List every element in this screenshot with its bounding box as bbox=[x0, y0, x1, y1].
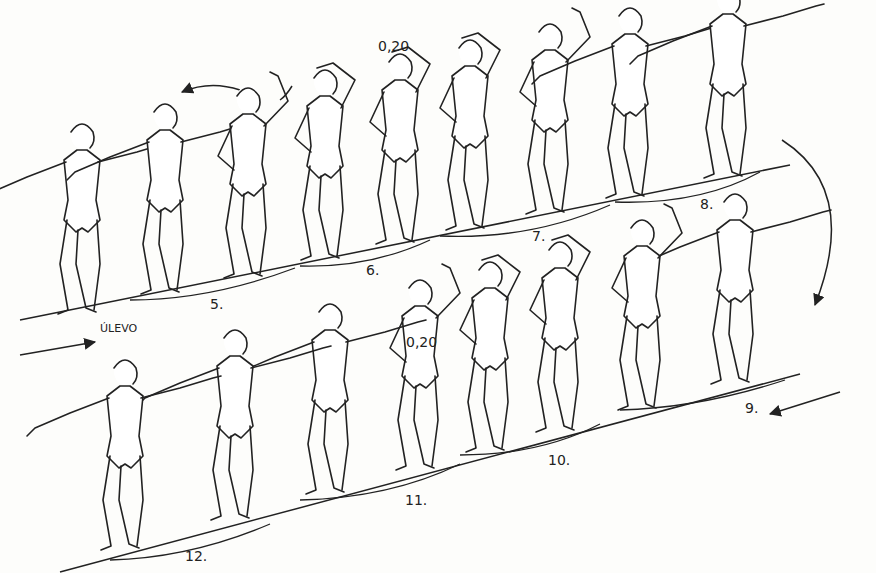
count-number: 6. bbox=[366, 262, 379, 278]
direction-label: ÚLEVO bbox=[100, 322, 137, 335]
count-number: 11. bbox=[405, 492, 427, 508]
count-number: 7. bbox=[532, 228, 545, 244]
count-number: 10. bbox=[548, 452, 570, 468]
timing-note: 0,20 bbox=[406, 334, 437, 350]
count-number: 5. bbox=[210, 296, 223, 312]
count-number: 8. bbox=[700, 196, 713, 212]
timing-note: 0,20 bbox=[378, 38, 409, 54]
count-number: 12. bbox=[185, 548, 207, 564]
dancer-figure bbox=[0, 0, 824, 314]
count-number: 9. bbox=[745, 400, 758, 416]
floor-line bbox=[20, 165, 800, 572]
dancer-figure bbox=[27, 191, 831, 550]
